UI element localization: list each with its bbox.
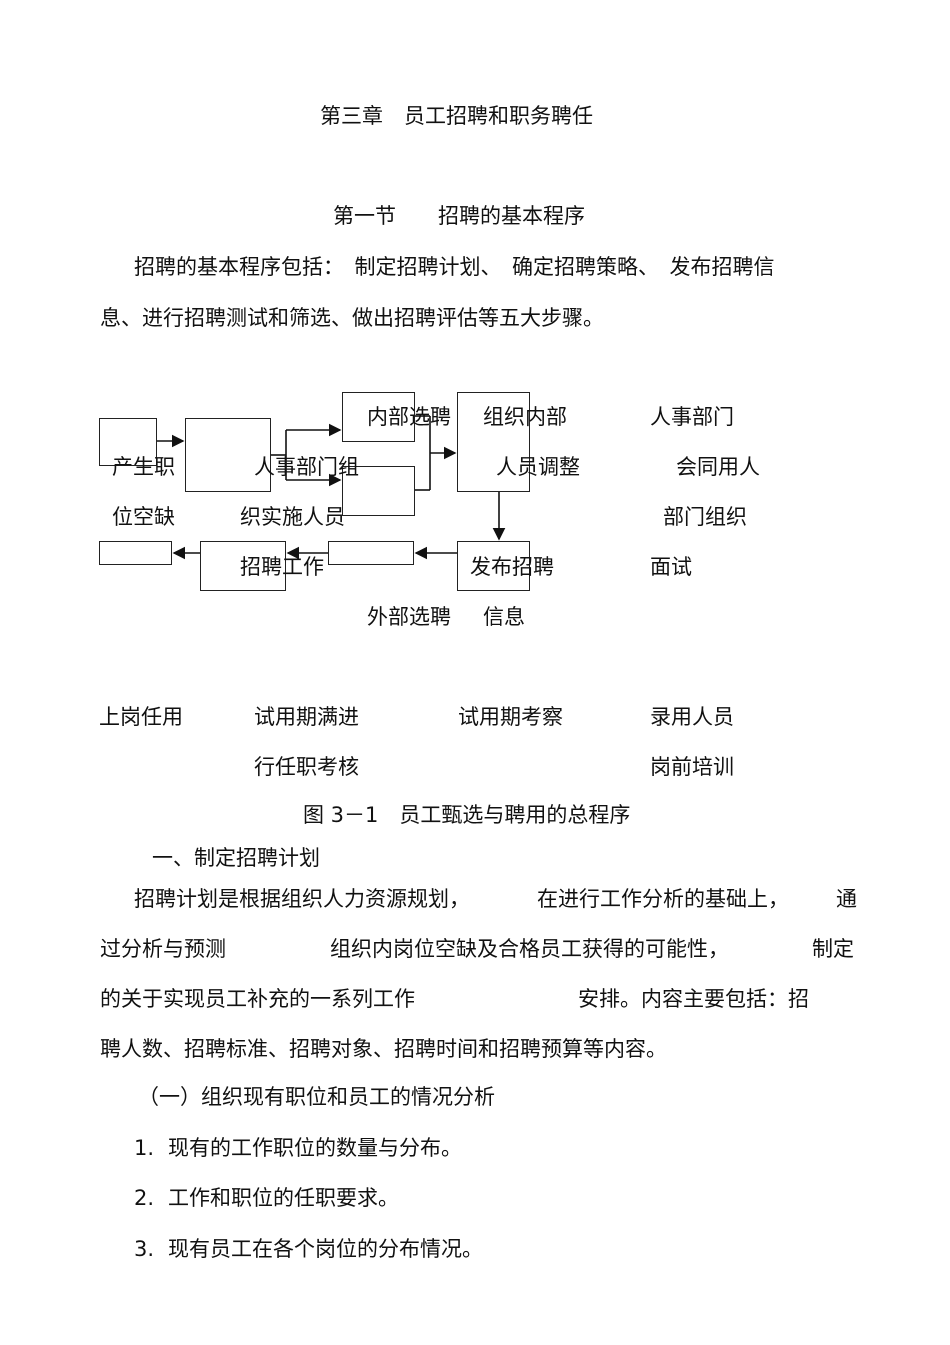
flow-box-internal-adjust (457, 392, 530, 492)
flow-label: 行任职考核 (254, 755, 359, 779)
flow-label: 内部选聘 (367, 405, 451, 429)
flow-label: 岗前培训 (650, 755, 734, 779)
flow-box-interview (328, 541, 414, 565)
list-item-number: 2. (134, 1186, 155, 1210)
flow-box-external-select (342, 466, 415, 516)
para1-line2-c: 制定 (812, 937, 854, 961)
para1-line3-a: 的关于实现员工补充的一系列工作 (100, 987, 415, 1011)
para1-line1-c: 通 (836, 887, 857, 911)
flow-label: 试用期满进 (254, 705, 359, 729)
flow-box-vacancy (99, 418, 157, 466)
figure-caption: 图 3－1 员工甄选与聘用的总程序 (303, 803, 631, 827)
sub-heading: （一）组织现有职位和员工的情况分析 (138, 1085, 495, 1109)
flow-label: 人事部门组 (254, 455, 359, 479)
flow-label: 招聘工作 (240, 555, 324, 579)
flow-label: 发布招聘 (470, 555, 554, 579)
flow-box-hire (99, 541, 172, 565)
flow-label: 信息 (483, 605, 525, 629)
flow-box-recruit-work (200, 541, 286, 591)
list-item-text: 工作和职位的任职要求。 (168, 1186, 399, 1210)
intro-line-2: 息、进行招聘测试和筛选、做出招聘评估等五大步骤。 (100, 306, 604, 330)
flow-label: 组织内部 (483, 405, 567, 429)
para1-line2-b: 组织内岗位空缺及合格员工获得的可能性， (330, 937, 729, 961)
heading-plan: 一、制定招聘计划 (152, 846, 320, 870)
flow-label: 面试 (650, 555, 692, 579)
para1-line4: 聘人数、招聘标准、招聘对象、招聘时间和招聘预算等内容。 (100, 1037, 667, 1061)
flow-label: 产生职 (112, 455, 175, 479)
flow-label: 位空缺 (112, 505, 175, 529)
list-item-number: 1. (134, 1136, 155, 1160)
flow-label: 会同用人 (676, 455, 760, 479)
para1-line1-b: 在进行工作分析的基础上， (537, 887, 789, 911)
flow-box-publish-info (457, 541, 530, 591)
para1-line3-b: 安排。内容主要包括：招 (578, 987, 809, 1011)
list-item-number: 3. (134, 1237, 155, 1261)
flow-box-hr-organize (185, 418, 271, 492)
flow-label: 录用人员 (650, 705, 734, 729)
list-item-text: 现有员工在各个岗位的分布情况。 (168, 1237, 483, 1261)
list-item-text: 现有的工作职位的数量与分布。 (168, 1136, 462, 1160)
flow-label: 人员调整 (496, 455, 580, 479)
flow-box-internal-select (342, 392, 415, 442)
chapter-title: 第三章 员工招聘和职务聘任 (320, 104, 593, 128)
para1-line1-a: 招聘计划是根据组织人力资源规划， (134, 887, 470, 911)
flow-label: 上岗任用 (99, 705, 183, 729)
flow-label: 人事部门 (650, 405, 734, 429)
para1-line2-a: 过分析与预测 (100, 937, 226, 961)
flow-label: 织实施人员 (240, 505, 345, 529)
flow-label: 试用期考察 (458, 705, 563, 729)
flow-label: 部门组织 (663, 505, 747, 529)
flow-label: 外部选聘 (367, 605, 451, 629)
intro-line-1: 招聘的基本程序包括： 制定招聘计划、 确定招聘策略、 发布招聘信 (134, 255, 775, 279)
section-title: 第一节 招聘的基本程序 (333, 204, 585, 228)
